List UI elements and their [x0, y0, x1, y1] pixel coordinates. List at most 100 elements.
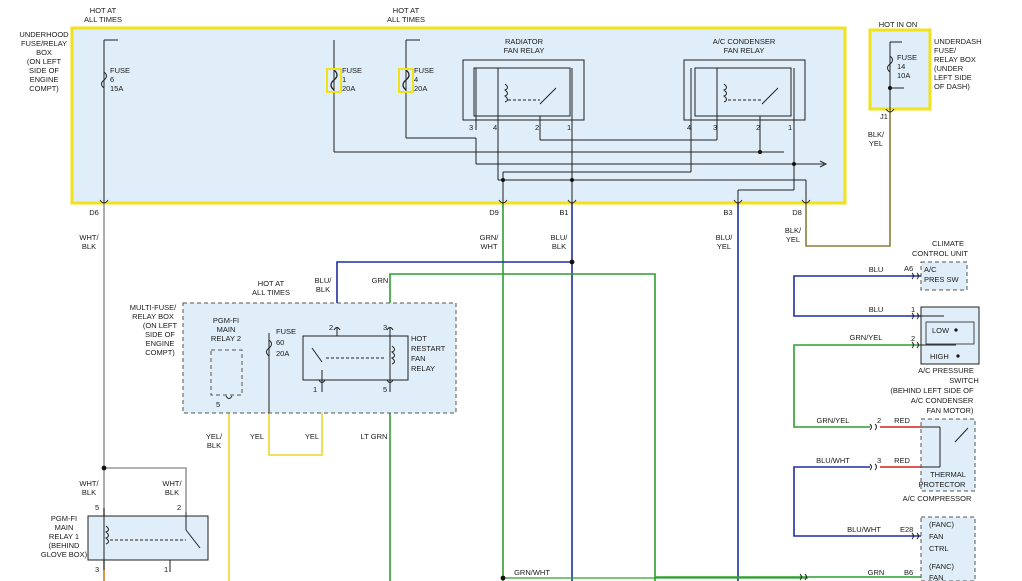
- wire-blu-a6: [793, 275, 921, 317]
- fuse14-line0: FUSE: [897, 53, 917, 62]
- wire-grn-relay: [389, 273, 656, 581]
- connector-d6: D6: [89, 208, 99, 217]
- pgmfi1-pin-5: 5: [95, 503, 99, 512]
- pgmfi1-pin-2: 2: [177, 503, 181, 512]
- wire-label-wht-blk-1: BLK: [82, 242, 96, 251]
- underhood-label-5: ENGINE: [30, 75, 59, 84]
- climate-text-1: PRES SW: [924, 275, 960, 284]
- wire-label-lt-grn: LT GRN: [361, 432, 388, 441]
- pgmfi1-label-2: RELAY 1: [49, 532, 79, 541]
- fuse6-line2: 15A: [110, 84, 123, 93]
- connector-markers: [99, 108, 895, 204]
- thermal-label-1: PROTECTOR: [919, 480, 967, 489]
- pgmfi-main-relay-1: [87, 508, 209, 572]
- connector-j1: J1: [880, 112, 888, 121]
- underdash-label-0: UNDERDASH: [934, 37, 982, 46]
- underhood-label-3: (ON LEFT: [27, 57, 62, 66]
- wire-label-grn-b6: GRN: [868, 568, 885, 577]
- wire-label-blu-yel-0: BLU/: [716, 233, 734, 242]
- hot-restart-fan-relay: [302, 327, 409, 392]
- wire-yel-loop: [268, 392, 323, 456]
- fanc-text1-2: CTRL: [929, 544, 949, 553]
- ac-compressor: [920, 418, 976, 492]
- fanc-text2-0: (FANC): [929, 562, 955, 571]
- fuse-1-highlight: [326, 68, 342, 93]
- fuse-4-symbol: [402, 69, 410, 91]
- hot-restart-1: RESTART: [411, 344, 446, 353]
- hot-at-all-times-2b: ALL TIMES: [387, 15, 425, 24]
- pgmfi2-label-1: MAIN: [217, 325, 236, 334]
- thermal-connector-3: [869, 463, 877, 471]
- fuse-60-symbol: [266, 339, 272, 357]
- rad-pin-4: 4: [493, 123, 497, 132]
- rad-pin-3: 3: [469, 123, 473, 132]
- wire-label-blk-yel-d8-0: BLK/: [785, 226, 802, 235]
- wire-label-yel-2: YEL: [305, 432, 319, 441]
- thermal-connector-2: [869, 423, 877, 431]
- fuse4-line2: 20A: [414, 84, 427, 93]
- pgmfi2-label-0: PGM-FI: [213, 316, 239, 325]
- relay-connector-5: [386, 379, 394, 383]
- pressure-label-2: (BEHIND LEFT SIDE OF: [890, 386, 974, 395]
- underhood-label: UNDERHOOD FUSE/RELAY BOX (ON LEFT SIDE O…: [19, 30, 69, 93]
- connector-d8: D8: [792, 208, 802, 217]
- pgmfi2-label-2: RELAY 2: [211, 334, 241, 343]
- fuse-1-symbol: [330, 69, 338, 91]
- ac-pressure-switch: [920, 306, 980, 365]
- multi-fuse-label-2: (ON LEFT: [143, 321, 178, 330]
- hot-at-all-times-2a: HOT AT: [393, 6, 420, 15]
- radiator-relay-label-1: FAN RELAY: [504, 46, 545, 55]
- pgmfi-main-relay-2: [210, 349, 243, 396]
- wire-grn-yel-a: [793, 344, 921, 428]
- pressure-pin-1: 1: [911, 305, 915, 314]
- wire-label-blu-wht-3: BLU/WHT: [816, 456, 850, 465]
- wire-label-blk-yel-d8-1: YEL: [786, 235, 800, 244]
- fuse1-line1: 1: [342, 75, 346, 84]
- wire-label-grn: GRN: [372, 276, 389, 285]
- pressure-low: LOW: [932, 326, 950, 335]
- multi-fuse-label-4: ENGINE: [146, 339, 175, 348]
- wire-label-blu-a6: BLU: [869, 265, 884, 274]
- radiator-relay-label-0: RADIATOR: [505, 37, 544, 46]
- fuse60-line2: 20A: [276, 349, 289, 358]
- pgmfi1-pin-3: 3: [95, 565, 99, 574]
- fanc-box: [920, 516, 976, 581]
- wire-label-red-3: RED: [894, 456, 910, 465]
- ac-relay-label-1: FAN RELAY: [724, 46, 765, 55]
- pgmfi1-label-0: PGM-FI: [51, 514, 77, 523]
- multi-fuse-label-0: MULTI-FUSE/: [130, 303, 177, 312]
- relay-connector-1: [318, 379, 326, 383]
- underdash-label-2: RELAY BOX: [934, 55, 976, 64]
- pressure-high: HIGH: [930, 352, 949, 361]
- relay-pin-2: 2: [329, 323, 333, 332]
- underhood-label-1: FUSE/RELAY: [21, 39, 67, 48]
- wire-label-blk-yel-j1-0: BLK/: [868, 130, 885, 139]
- fuse4-line0: FUSE: [414, 66, 434, 75]
- wire-label-yel-blk-0: YEL/: [206, 432, 223, 441]
- multi-hot-1: ALL TIMES: [252, 288, 290, 297]
- pgmfi2-pin-5: 5: [216, 400, 220, 409]
- wire-label-wht-blk-l-0: WHT/: [79, 479, 99, 488]
- wire-label-blu-blk-0: BLU/: [551, 233, 569, 242]
- hot-in-on: HOT IN ON: [879, 20, 918, 29]
- wire-label-wht-blk-r-1: BLK: [165, 488, 179, 497]
- underdash-label-3: (UNDER: [934, 64, 964, 73]
- radiator-fan-relay: [462, 59, 585, 130]
- underdash-fuse-relay-box: [868, 28, 932, 111]
- underdash-label-1: FUSE/: [934, 46, 957, 55]
- wire-label-grn-yel-2: GRN/YEL: [850, 333, 883, 342]
- fuse6-line0: FUSE: [110, 66, 130, 75]
- pgm2-connector-5: [225, 395, 233, 399]
- wire-label-blu-yel-1: YEL: [717, 242, 731, 251]
- ac-pin-3: 3: [713, 123, 717, 132]
- pressure-2-connector: [911, 341, 919, 349]
- underhood-label-4: SIDE OF: [29, 66, 59, 75]
- fanc-text2-1: FAN: [929, 573, 944, 581]
- connector-b1: B1: [559, 208, 568, 217]
- ac-pin-4: 4: [687, 123, 691, 132]
- pressure-label-4: FAN MOTOR): [927, 406, 974, 415]
- multi-fuse-label-3: SIDE OF: [145, 330, 175, 339]
- relay-pin-1: 1: [313, 385, 317, 394]
- fuse14-line1: 14: [897, 62, 905, 71]
